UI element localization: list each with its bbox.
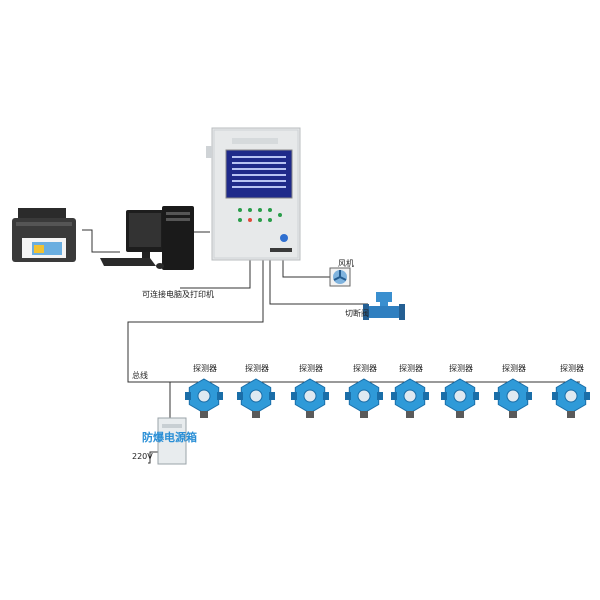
wire-printer-pc bbox=[82, 229, 120, 253]
wiring bbox=[82, 229, 580, 464]
detector-row: 探测器 探测器 探测器 探测器 探测器 探测器 探测器 探测器 bbox=[185, 363, 590, 418]
detector-icon: 探测器 bbox=[494, 363, 532, 418]
detector-label: 探测器 bbox=[560, 363, 584, 373]
detector-icon: 探测器 bbox=[552, 363, 590, 418]
detector-label: 探测器 bbox=[353, 363, 377, 373]
detector-icon: 探测器 bbox=[345, 363, 383, 418]
printer-icon bbox=[12, 208, 76, 262]
valve-icon bbox=[363, 292, 405, 320]
detector-label: 探测器 bbox=[299, 363, 323, 373]
detector-icon: 探测器 bbox=[185, 363, 223, 418]
detector-label: 探测器 bbox=[399, 363, 423, 373]
wire-220v bbox=[148, 451, 160, 464]
pc-printer-label: 可连接电脑及打印机 bbox=[142, 289, 214, 299]
wire-controller-label bbox=[180, 260, 251, 289]
wire-valve bbox=[269, 260, 368, 305]
computer-icon bbox=[100, 206, 194, 270]
detector-icon: 探测器 bbox=[291, 363, 329, 418]
detector-label: 探测器 bbox=[502, 363, 526, 373]
fan-label: 风机 bbox=[338, 258, 354, 268]
detector-icon: 探测器 bbox=[441, 363, 479, 418]
detector-icon: 探测器 bbox=[391, 363, 429, 418]
voltage-label: 220V bbox=[132, 452, 153, 461]
wire-bus bbox=[127, 260, 580, 383]
controller-icon bbox=[206, 127, 301, 261]
detector-label: 探测器 bbox=[245, 363, 269, 373]
detector-label: 探测器 bbox=[449, 363, 473, 373]
power-button-icon bbox=[280, 234, 288, 242]
valve-label: 切断阀 bbox=[345, 308, 369, 318]
detector-icon: 探测器 bbox=[237, 363, 275, 418]
controller-buttons bbox=[238, 208, 282, 222]
fan-icon bbox=[329, 267, 351, 287]
power-box-icon bbox=[157, 417, 187, 465]
wire-fan bbox=[282, 260, 330, 278]
bus-label: 总线 bbox=[132, 370, 148, 380]
detector-label: 探测器 bbox=[193, 363, 217, 373]
power-box-label: 防爆电源箱 bbox=[142, 430, 197, 444]
